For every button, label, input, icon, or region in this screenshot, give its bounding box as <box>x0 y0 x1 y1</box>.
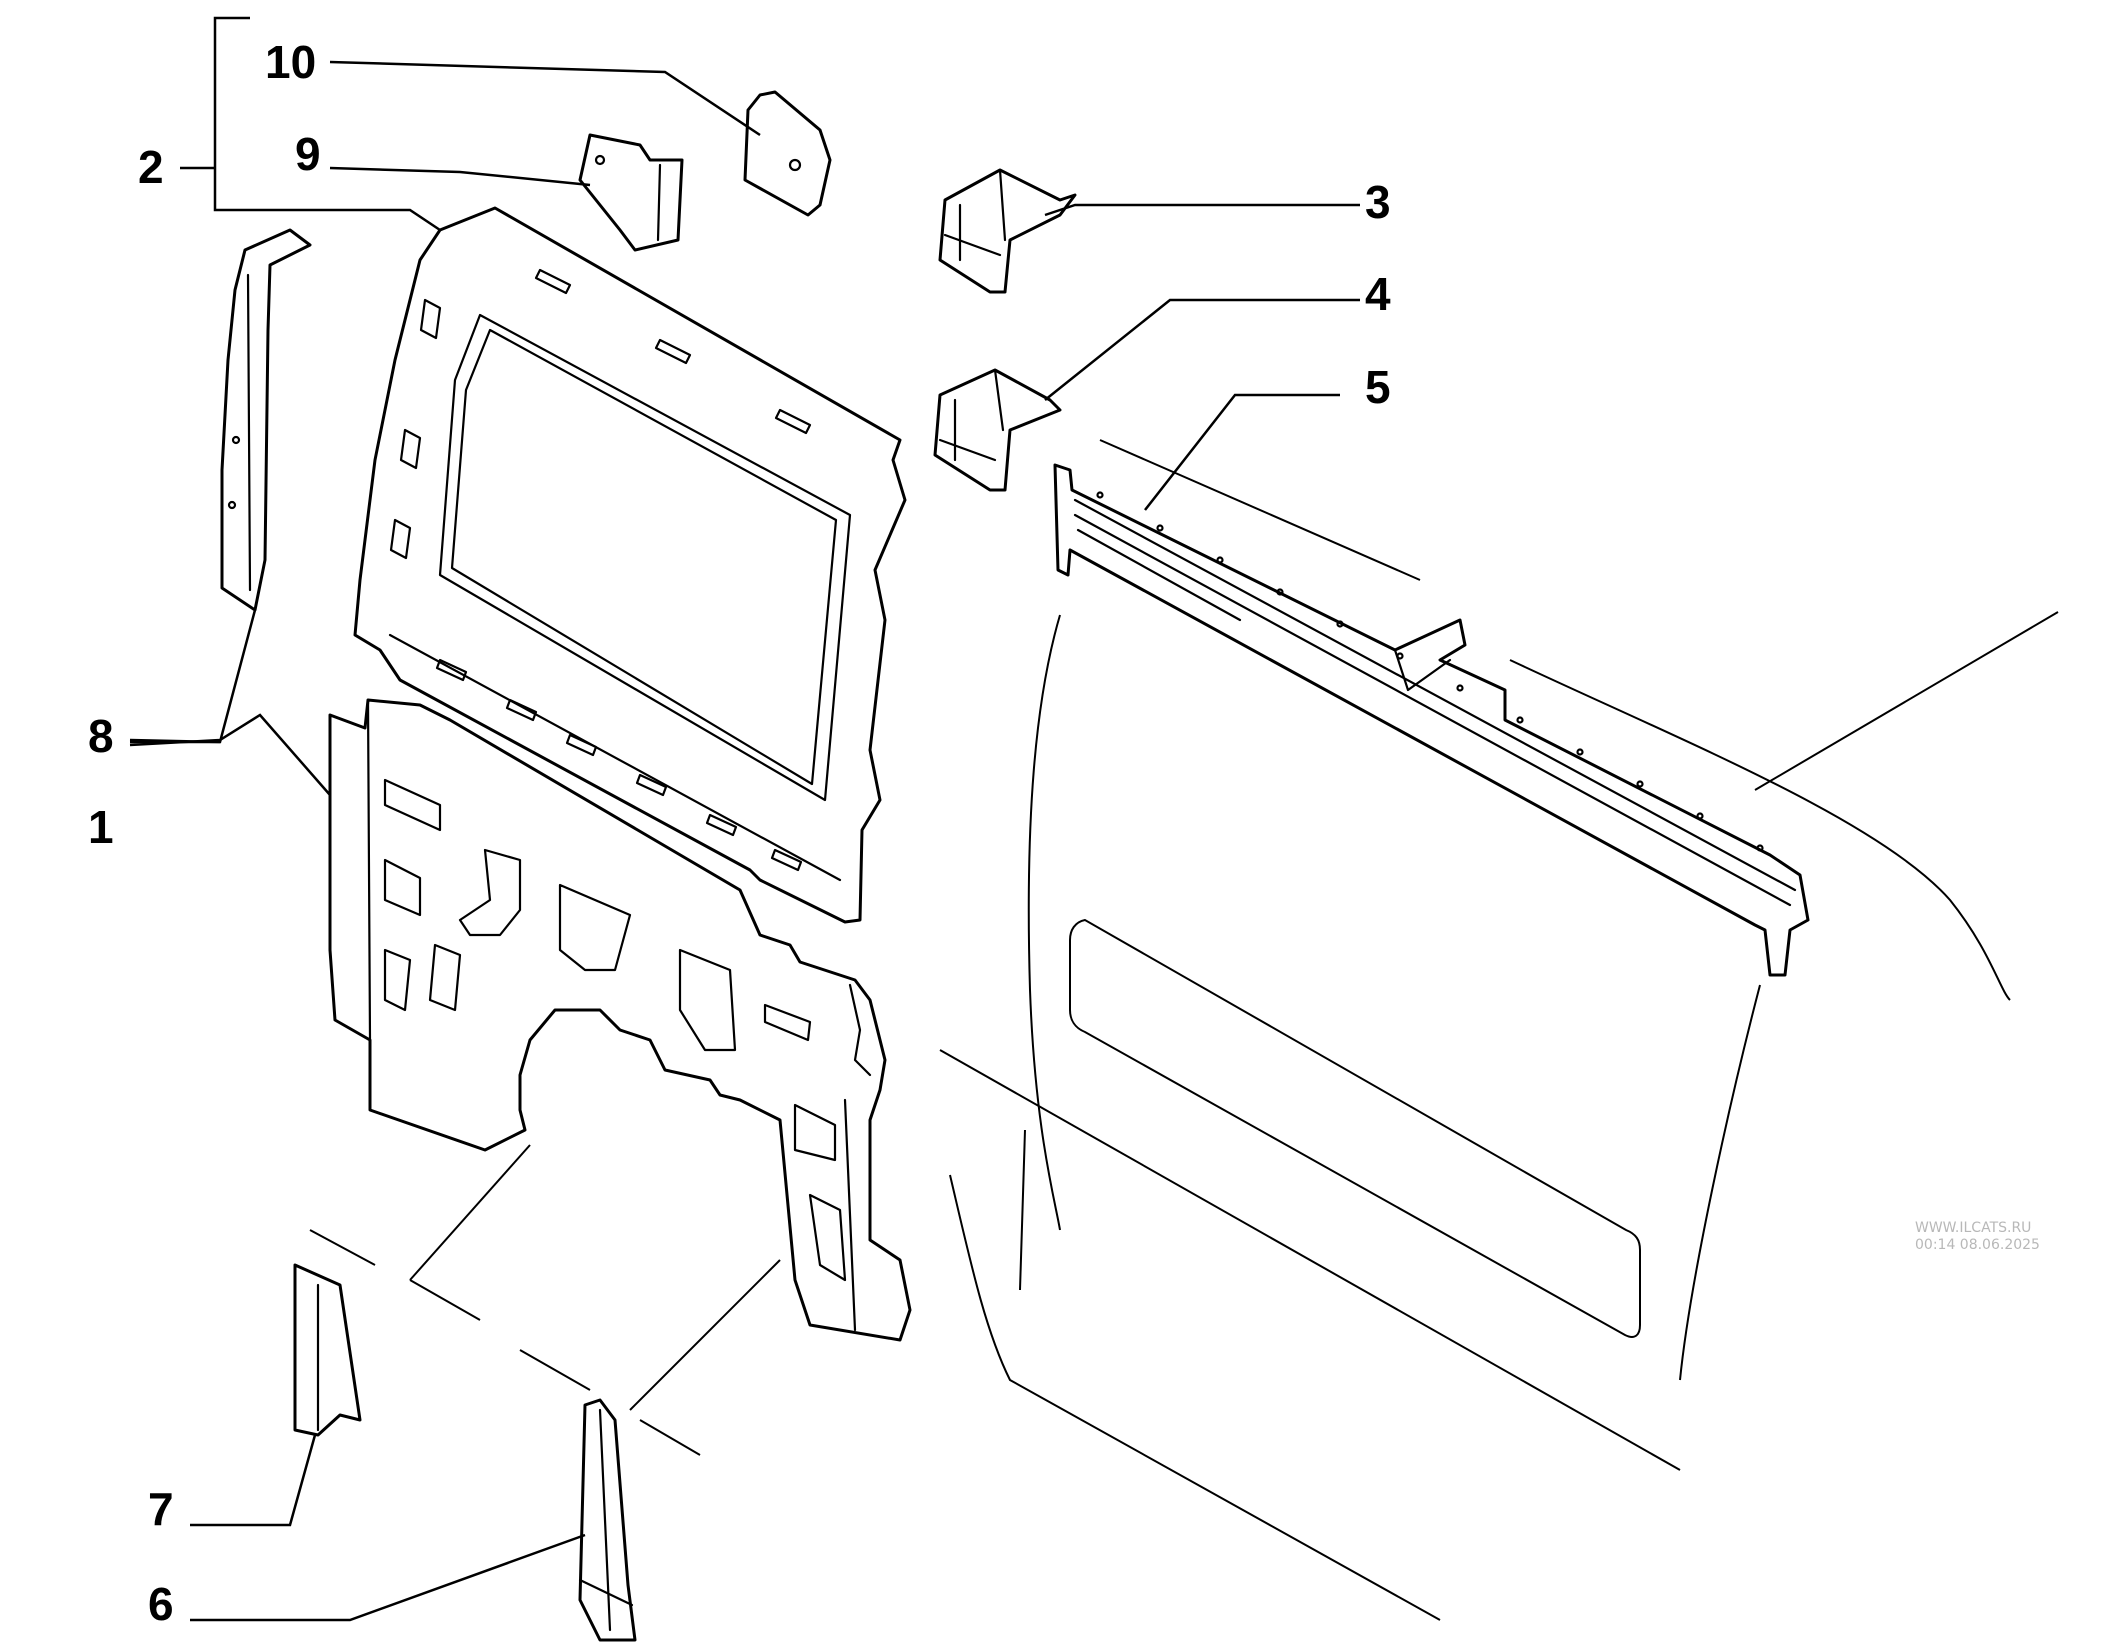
lower-center-post-part <box>578 1398 637 1642</box>
gusset-bracket-part <box>578 133 684 252</box>
watermark-timestamp: 00:14 08.06.2025 <box>1915 1237 2040 1253</box>
callout-3: 3 <box>1365 176 1391 228</box>
callout-10: 10 <box>265 36 316 88</box>
plate-part <box>743 90 832 217</box>
leader-lines <box>129 16 1360 1622</box>
left-pillar-part <box>220 228 312 612</box>
upper-partition-panel <box>353 206 907 924</box>
callout-4: 4 <box>1365 268 1391 320</box>
callout-7: 7 <box>148 1483 174 1535</box>
callout-5: 5 <box>1365 361 1391 413</box>
lower-left-post-part <box>293 1263 362 1437</box>
callout-2: 2 <box>138 141 164 193</box>
vehicle-body-outline <box>309 439 2059 1621</box>
callout-8: 8 <box>88 710 114 762</box>
roof-rail-part <box>1053 463 1810 977</box>
watermark-site: WWW.ILCATS.RU <box>1915 1220 2031 1236</box>
lower-partition-panel <box>328 698 912 1342</box>
watermark: WWW.ILCATS.RU 00:14 08.06.2025 <box>1915 1220 2040 1253</box>
lower-mount-bracket-part <box>933 368 1062 492</box>
callout-1: 1 <box>88 801 114 853</box>
rail-holes <box>1096 491 1764 852</box>
callout-6: 6 <box>148 1578 174 1630</box>
callouts: 10 2 9 3 4 5 8 1 7 6 <box>88 36 1391 1630</box>
upper-mount-bracket-part <box>938 168 1077 294</box>
callout-9: 9 <box>295 128 321 180</box>
